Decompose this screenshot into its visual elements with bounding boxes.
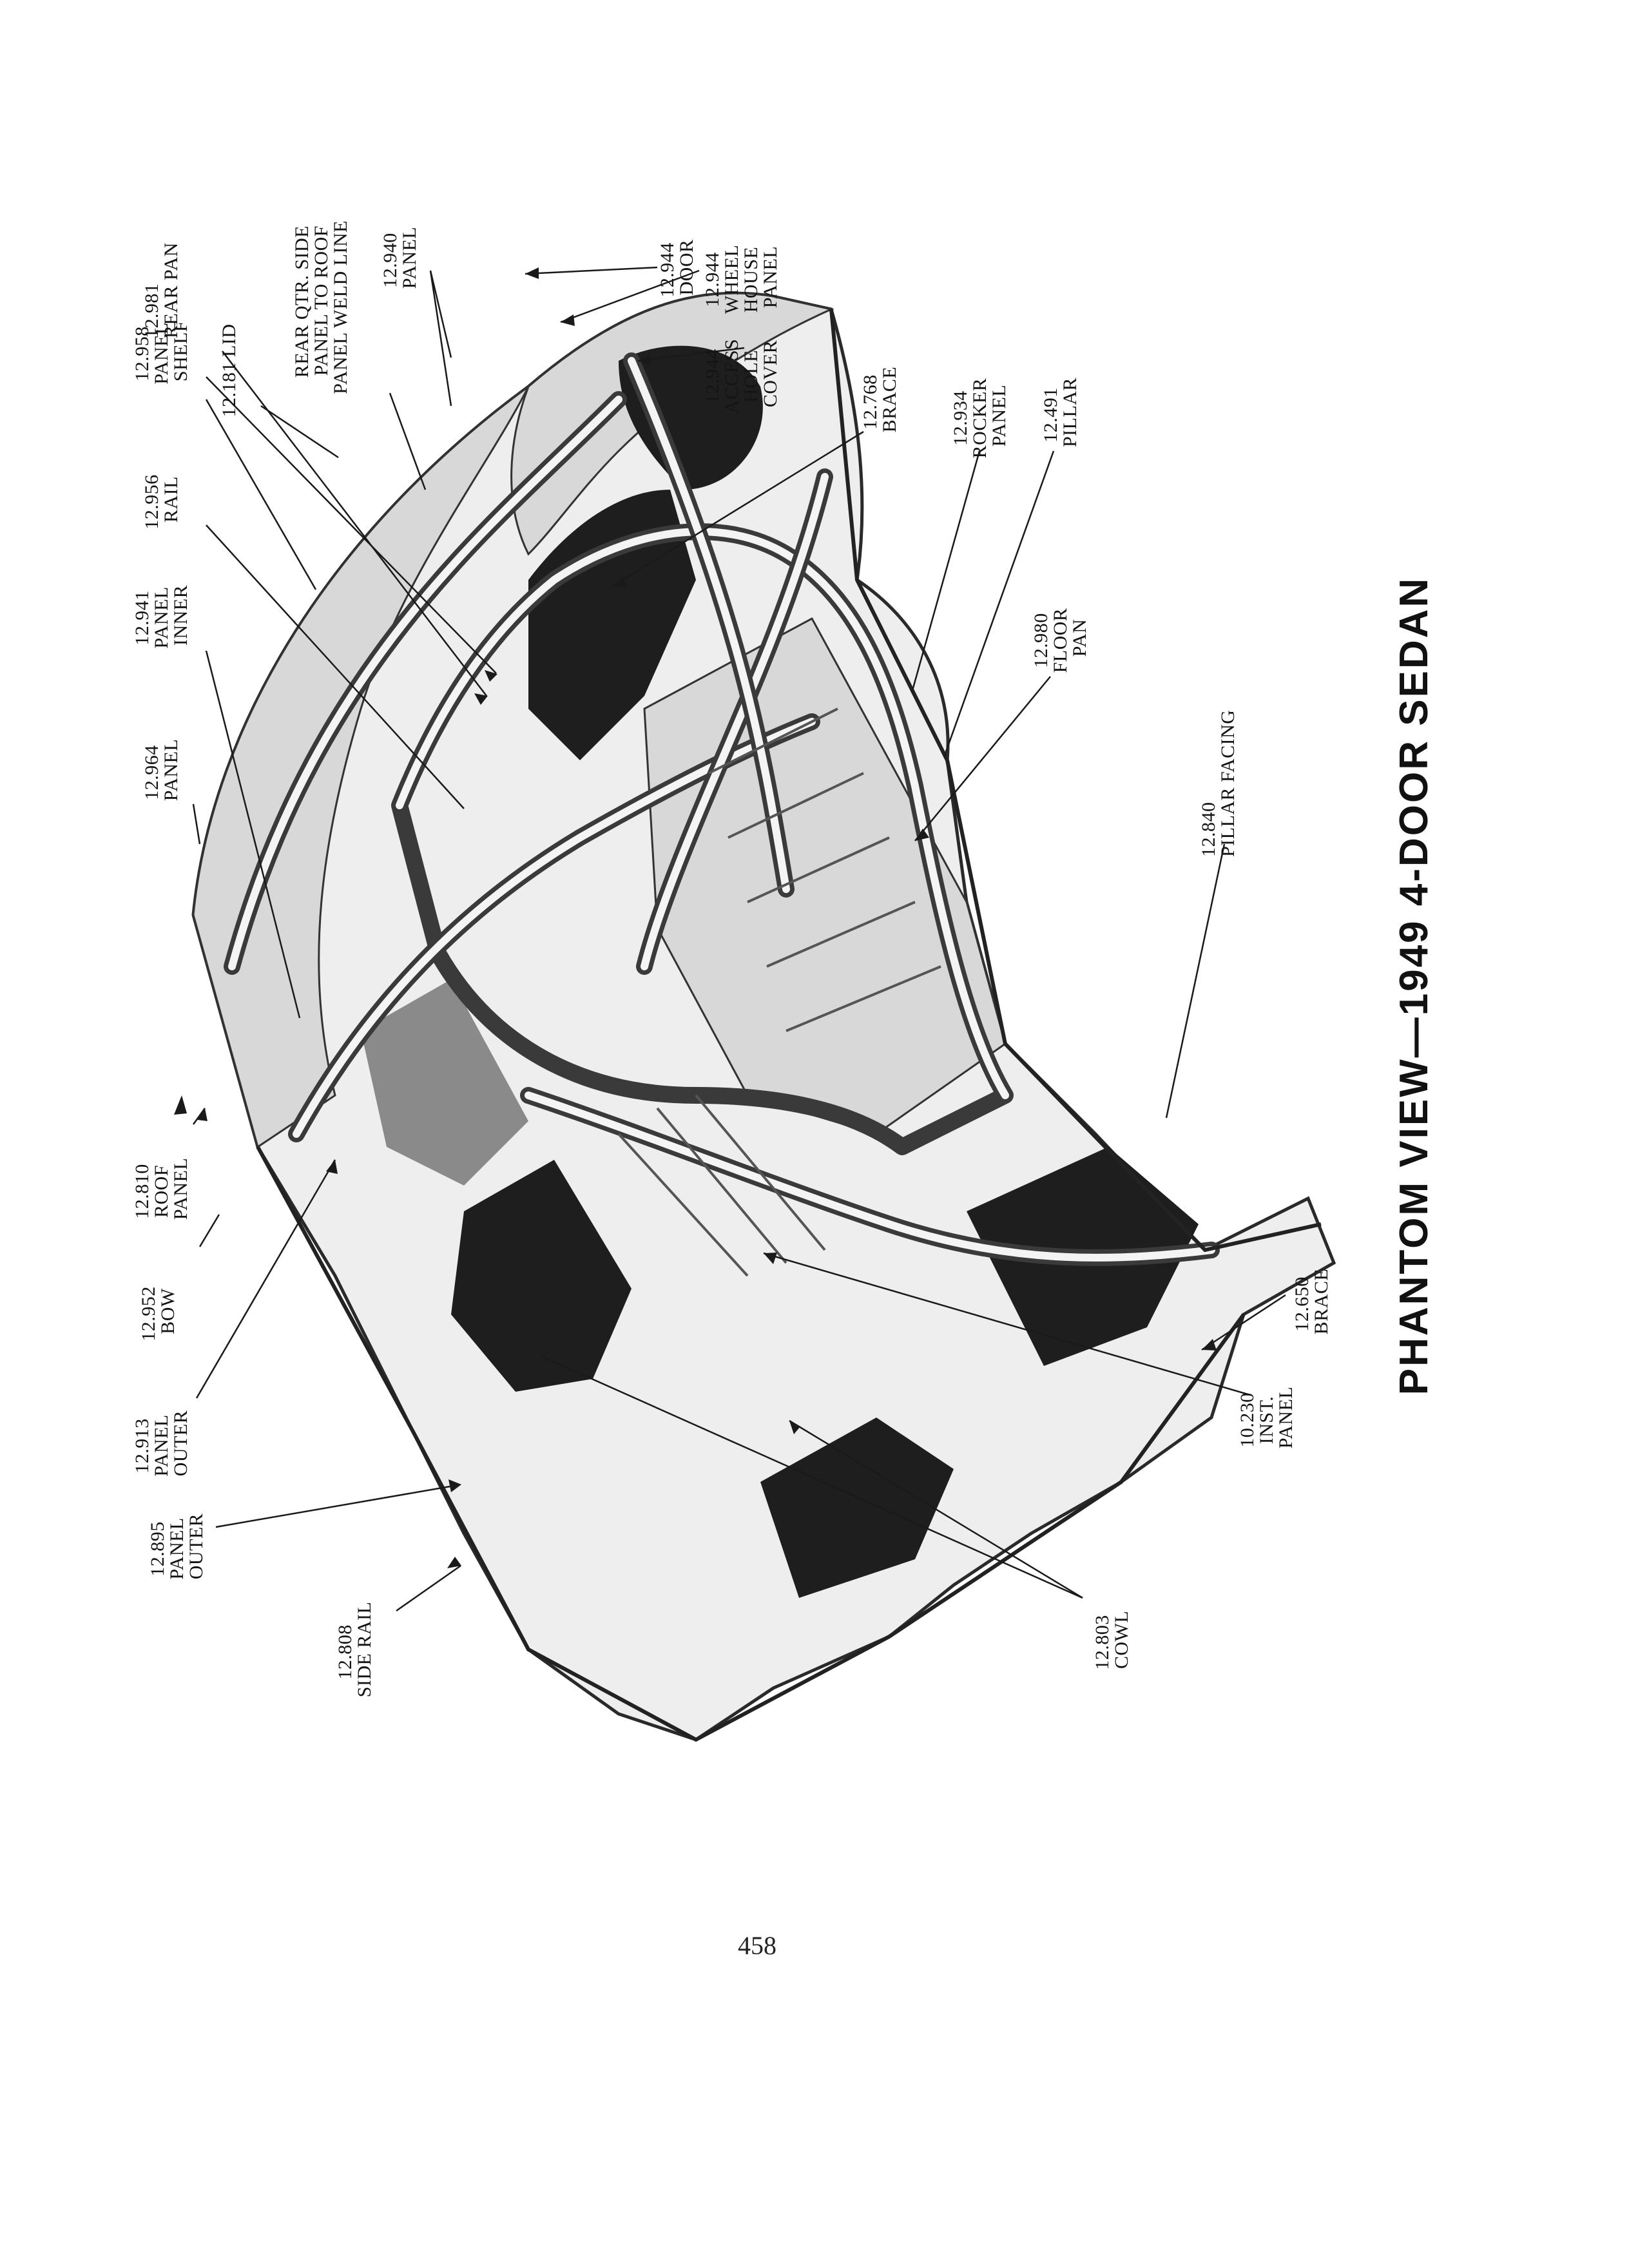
floor-pan-ribs <box>617 707 941 1277</box>
car-body-illustration <box>191 291 1336 1742</box>
front-body-edge <box>256 1146 1246 1742</box>
callout-12952: 12.952 BOW <box>138 1281 178 1341</box>
side-rail-highlight <box>293 718 816 1138</box>
center-pillar-ring-highlight <box>396 528 1009 1099</box>
cowl-side-cavity <box>760 1418 954 1598</box>
callout-12650: 12.650 BRACE <box>1291 1269 1332 1335</box>
arrowheads <box>174 267 1217 1568</box>
callout-12808: 12.808 SIDE RAIL <box>334 1602 375 1698</box>
cross-bow-highlight <box>628 357 790 893</box>
callout-12944-access-hole: 12.944 ACCESS HOLE COVER <box>702 334 781 414</box>
roof-rail-outer-highlight <box>228 396 622 970</box>
lower-body-edge <box>829 309 1322 1253</box>
front-cowl-cavity <box>451 1160 631 1392</box>
figure-title: PHANTOM VIEW—1949 4-DOOR SEDAN <box>1392 577 1436 1396</box>
rocker-rail-highlight <box>525 1091 1215 1262</box>
leader-lines <box>192 266 1286 1612</box>
callout-12768: 12.768 BRACE <box>860 367 900 433</box>
callout-12934: 12.934 ROCKER PANEL <box>950 373 1010 459</box>
callout-12944-wheel-house: 12.944 WHEEL HOUSE PANEL <box>702 240 781 314</box>
callout-12964: 12.964 PANEL <box>141 739 182 801</box>
callout-12803: 12.803 COWL <box>1092 1610 1132 1670</box>
callout-12181: 12.181 LID <box>218 324 240 418</box>
callout-12940: 12.940 PANEL <box>380 227 420 289</box>
callout-12941: 12.941 PANEL INNER <box>131 582 191 648</box>
callout-labels: 12.895 PANEL OUTER 12.808 SIDE RAIL 12.9… <box>131 220 1332 1697</box>
page-number: 458 <box>738 1931 776 1960</box>
callout-10230: 10.230 INST. PANEL <box>1237 1387 1296 1448</box>
callout-12981: 12.981 REAR PAN <box>141 242 182 338</box>
callout-12895: 12.895 PANEL OUTER <box>147 1513 207 1579</box>
callout-12956: 12.956 RAIL <box>141 469 182 530</box>
callout-weld-line: REAR QTR. SIDE PANEL TO ROOF PANEL WELD … <box>291 220 351 394</box>
callout-12958: 12.958 PANEL SHELF <box>131 318 191 384</box>
door-opening-front <box>361 979 528 1186</box>
callout-12980: 12.980 FLOOR PAN <box>1030 603 1090 673</box>
wheel-house-cavity <box>619 345 763 490</box>
rear-shelf-cavity <box>528 490 696 760</box>
callout-12491: 12.491 PILLAR <box>1040 378 1081 447</box>
roof-panel-shape <box>192 385 530 1149</box>
callout-12840: 12.840 PILLAR FACING <box>1198 710 1239 857</box>
callout-12810: 12.810 ROOF PANEL <box>131 1158 191 1220</box>
callout-12913: 12.913 PANEL OUTER <box>131 1410 191 1476</box>
rear-brace-beam-highlight <box>641 473 829 970</box>
callout-12944-door: 12.944 DOOR <box>657 237 697 298</box>
